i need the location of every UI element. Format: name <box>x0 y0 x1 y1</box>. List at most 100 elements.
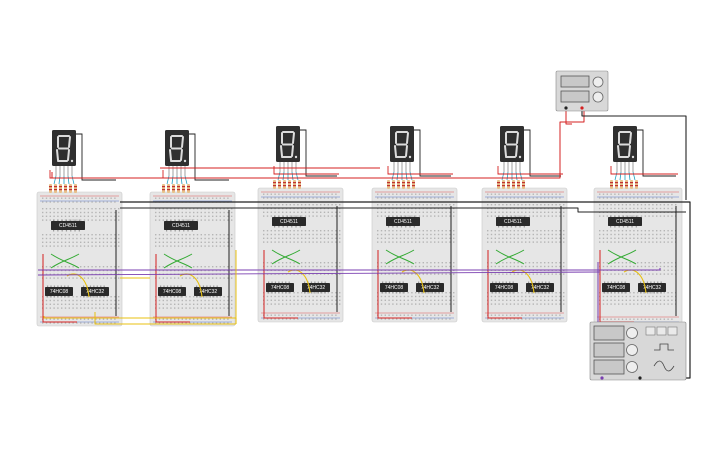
jumper-wire-cyan[interactable] <box>67 175 70 185</box>
jumper-wire-cyan[interactable] <box>628 171 631 181</box>
breadboard-module-m4[interactable]: CD4511 74HC08 74HC32 <box>371 126 458 323</box>
ic-chip[interactable]: 74HC32 <box>416 281 444 294</box>
jumper-wire-black[interactable] <box>300 129 337 177</box>
jumper-wire-yellow[interactable] <box>43 316 237 324</box>
jumper-wire-black[interactable] <box>120 207 686 213</box>
jumper-wire-red[interactable] <box>387 166 453 175</box>
breadboard-module-m6[interactable]: CD4511 74HC08 74HC32 <box>593 126 683 327</box>
jumper-wire-cyan[interactable] <box>71 175 75 185</box>
jumper-wire-red[interactable] <box>565 110 572 125</box>
ic-chip[interactable]: CD4511 <box>608 215 642 228</box>
power-supply-icon[interactable] <box>555 70 609 112</box>
jumper-wire-green[interactable] <box>163 253 193 269</box>
breadboard-module-m5[interactable]: CD4511 74HC08 74HC32 <box>481 126 568 323</box>
ic-chip[interactable]: CD4511 <box>272 215 306 228</box>
current-knob[interactable] <box>592 91 604 103</box>
jumper-wire-green[interactable] <box>607 249 637 265</box>
jumper-wire-cyan[interactable] <box>632 171 636 181</box>
ic-chip[interactable]: CD4511 <box>164 219 198 232</box>
jumper-wire-yellow[interactable] <box>179 273 203 298</box>
generator-knob[interactable] <box>626 361 638 373</box>
jumper-wire-cyan[interactable] <box>396 171 399 181</box>
jumper-wire-cyan[interactable] <box>405 171 408 181</box>
jumper-wire-green[interactable] <box>163 253 193 269</box>
breadboard-module-m1[interactable]: CD4511 74HC08 74HC32 <box>36 130 123 327</box>
jumper-wire-red[interactable] <box>273 166 339 175</box>
jumper-wire-red[interactable] <box>263 250 298 319</box>
ic-chip[interactable]: 74HC32 <box>81 285 109 298</box>
breadboard-module-m3[interactable]: CD4511 74HC08 74HC32 <box>257 126 344 323</box>
jumper-wire-cyan[interactable] <box>501 171 505 181</box>
waveform-button[interactable] <box>656 326 667 336</box>
ic-chip[interactable]: 74HC08 <box>380 281 408 294</box>
ic-chip[interactable]: CD4511 <box>386 215 420 228</box>
jumper-wire-yellow[interactable] <box>511 269 535 294</box>
jumper-wire-black[interactable] <box>637 129 676 177</box>
breadboard-module-m2[interactable]: CD4511 74HC08 74HC32 <box>149 130 236 327</box>
jumper-wire-cyan[interactable] <box>166 175 170 185</box>
jumper-wire-yellow[interactable] <box>623 269 647 294</box>
jumper-wire-green[interactable] <box>385 249 415 265</box>
jumper-wire-purple[interactable] <box>37 271 601 276</box>
terminal-positive[interactable] <box>580 106 584 110</box>
ic-chip[interactable]: 74HC32 <box>526 281 554 294</box>
jumper-wire-green[interactable] <box>50 253 80 269</box>
jumper-wire-cyan[interactable] <box>515 171 518 181</box>
ic-chip[interactable]: 74HC32 <box>302 281 330 294</box>
jumper-wire-cyan[interactable] <box>295 171 299 181</box>
jumper-wire-cyan[interactable] <box>53 175 57 185</box>
jumper-wire-cyan[interactable] <box>277 171 281 181</box>
jumper-wire-green[interactable] <box>50 253 80 269</box>
waveform-button[interactable] <box>667 326 678 336</box>
generator-output-terminal[interactable] <box>600 376 604 380</box>
jumper-wire-green[interactable] <box>607 249 637 265</box>
jumper-wire-green[interactable] <box>271 249 301 265</box>
ic-chip[interactable]: 74HC32 <box>194 285 222 298</box>
ic-chip[interactable]: 74HC08 <box>45 285 73 298</box>
jumper-wire-purple[interactable] <box>38 268 661 271</box>
jumper-wire-cyan[interactable] <box>614 171 618 181</box>
jumper-wire-black[interactable] <box>189 133 229 181</box>
generator-ground-terminal[interactable] <box>638 376 642 380</box>
jumper-wire-yellow[interactable] <box>94 312 236 325</box>
jumper-wire-black[interactable] <box>581 108 687 200</box>
voltage-knob[interactable] <box>592 76 604 88</box>
jumper-wire-cyan[interactable] <box>619 171 622 181</box>
jumper-wire-black[interactable] <box>524 129 561 177</box>
jumper-wire-cyan[interactable] <box>171 175 174 185</box>
ic-chip[interactable]: CD4511 <box>496 215 530 228</box>
terminal-negative[interactable] <box>564 106 568 110</box>
jumper-wire-green[interactable] <box>385 249 415 265</box>
jumper-wire-green[interactable] <box>495 249 525 265</box>
ic-chip[interactable]: 74HC08 <box>266 281 294 294</box>
jumper-wire-cyan[interactable] <box>282 171 285 181</box>
jumper-wire-cyan[interactable] <box>519 171 523 181</box>
jumper-wire-red[interactable] <box>155 254 190 323</box>
waveform-button[interactable] <box>645 326 656 336</box>
jumper-wire-cyan[interactable] <box>58 175 61 185</box>
jumper-wire-black[interactable] <box>76 133 116 181</box>
ic-chip[interactable]: 74HC32 <box>638 281 666 294</box>
ic-chip[interactable]: 74HC08 <box>158 285 186 298</box>
jumper-wire-red[interactable] <box>610 166 678 175</box>
function-generator-icon[interactable] <box>589 321 687 381</box>
jumper-wire-yellow[interactable] <box>287 269 311 294</box>
jumper-wire-red[interactable] <box>42 254 77 323</box>
ic-chip[interactable]: 74HC08 <box>602 281 630 294</box>
ic-chip[interactable]: 74HC08 <box>490 281 518 294</box>
jumper-wire-red[interactable] <box>497 166 563 175</box>
jumper-wire-cyan[interactable] <box>391 171 395 181</box>
jumper-wire-cyan[interactable] <box>409 171 413 181</box>
generator-knob[interactable] <box>626 344 638 356</box>
jumper-wire-cyan[interactable] <box>291 171 294 181</box>
jumper-wire-black[interactable] <box>414 129 451 177</box>
jumper-wire-green[interactable] <box>495 249 525 265</box>
jumper-wire-cyan[interactable] <box>506 171 509 181</box>
generator-knob[interactable] <box>626 327 638 339</box>
jumper-wire-green[interactable] <box>271 249 301 265</box>
jumper-wire-cyan[interactable] <box>184 175 188 185</box>
jumper-wire-red[interactable] <box>51 110 585 179</box>
ic-chip[interactable]: CD4511 <box>51 219 85 232</box>
jumper-wire-red[interactable] <box>377 250 412 319</box>
